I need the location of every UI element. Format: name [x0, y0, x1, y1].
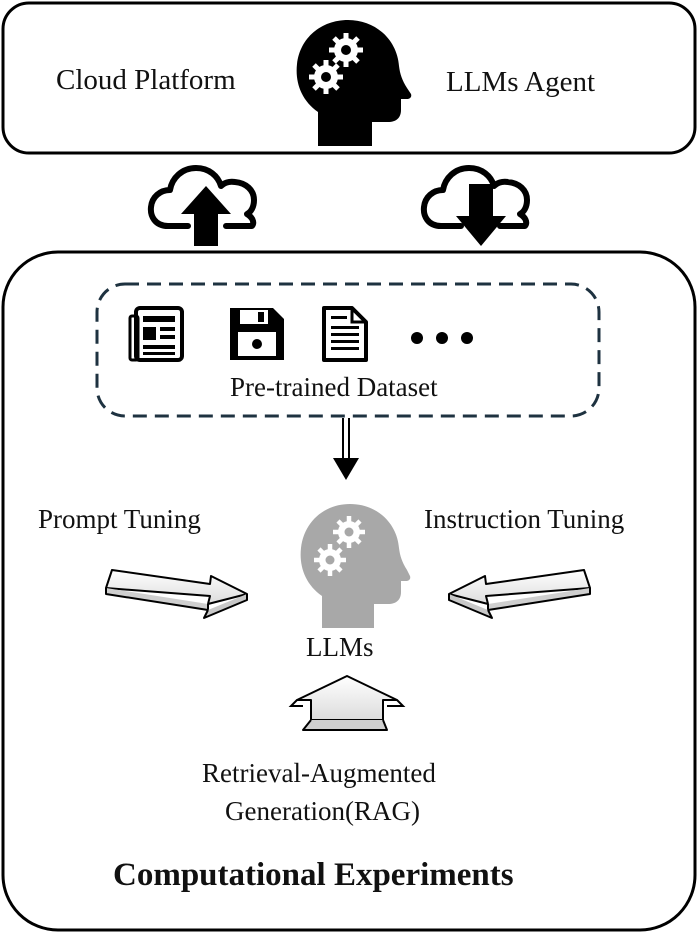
llms-agent-label: LLMs Agent	[446, 66, 596, 98]
rag-label-line2: Generation(RAG)	[225, 796, 420, 826]
agent-head-icon	[296, 20, 412, 146]
instruction-tuning-arrow	[448, 569, 591, 619]
ellipsis-icon	[411, 332, 473, 344]
document-icon	[322, 306, 368, 362]
computational-experiments-title: Computational Experiments	[113, 857, 514, 893]
instruction-tuning-label: Instruction Tuning	[424, 504, 625, 534]
rag-arrow	[288, 675, 406, 731]
newspaper-icon	[128, 306, 184, 362]
rag-label-line1: Retrieval-Augmented	[202, 758, 436, 788]
llms-label: LLMs	[306, 632, 374, 662]
prompt-tuning-arrow	[105, 569, 248, 619]
cloud-platform-label: Cloud Platform	[56, 64, 236, 96]
download-cloud-icon	[420, 165, 530, 246]
llm-head-icon	[300, 504, 411, 628]
floppy-disk-icon	[230, 308, 284, 360]
dataset-to-llms-arrow	[333, 418, 359, 480]
dataset-box	[95, 282, 601, 418]
prompt-tuning-label: Prompt Tuning	[38, 504, 201, 534]
upload-cloud-icon	[147, 165, 257, 246]
pre-trained-dataset-label: Pre-trained Dataset	[230, 372, 438, 402]
